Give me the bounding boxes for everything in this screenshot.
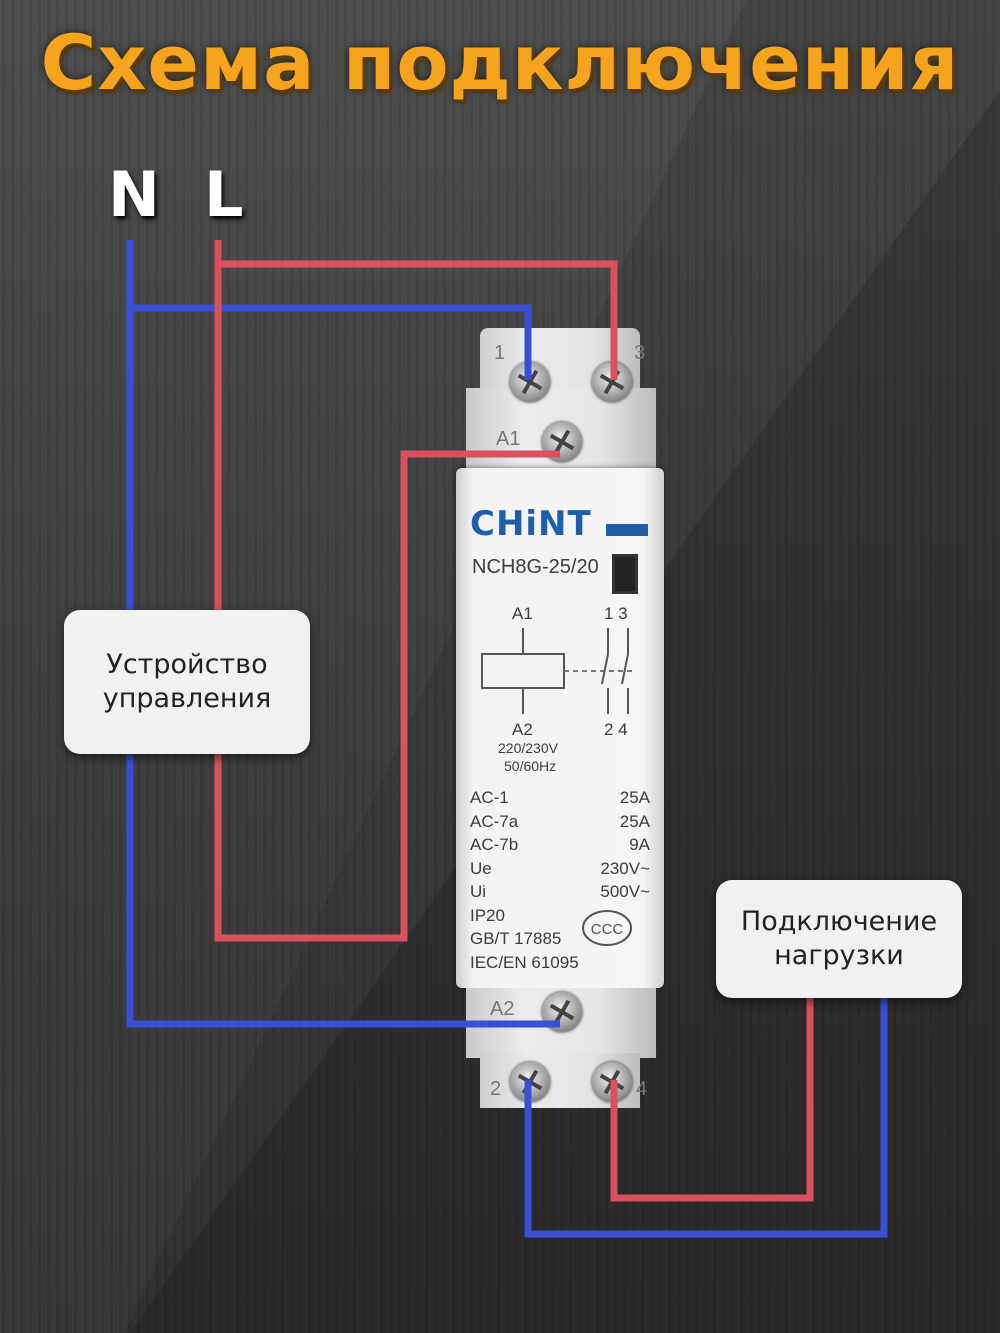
spec-key: AC-7b (470, 835, 519, 854)
terminal-a2-label: A2 (490, 998, 515, 1020)
spec-value: 500V~ (600, 882, 650, 901)
coil-voltage: 220/230V (498, 740, 558, 756)
terminal-4-label: 4 (636, 1078, 648, 1100)
spec-row: GB/T 17885 (470, 929, 650, 953)
terminal-3-label: 3 (634, 342, 646, 364)
spec-row: AC-1 25A (470, 788, 650, 812)
spec-value: 230V~ (600, 858, 650, 878)
brand-logo: CHiNT (470, 504, 592, 544)
neutral-wire-to-a2 (126, 754, 560, 1028)
line-label: L (204, 158, 244, 231)
spec-value: 25A (619, 811, 650, 831)
spec-key: IEC/EN 61095 (470, 952, 579, 972)
spec-row: Ui 500V~ (470, 882, 650, 906)
spec-table: AC-1 25A AC-7a 25A AC-7b 9A Ue 230V~ Ui 500V~… (470, 788, 650, 976)
spec-key: AC-7a (470, 811, 519, 831)
spec-row: IEC/EN 61095 (470, 953, 650, 977)
terminal-2-label: 2 (490, 1078, 502, 1100)
spec-key: IP20 (470, 905, 505, 925)
spec-key: Ui (470, 882, 487, 901)
line-wire-to-terminal-3 (214, 240, 618, 380)
terminal-1-label: 1 (494, 342, 506, 364)
spec-value: 9A (629, 835, 650, 854)
schematic-contacts-top: 1 3 (604, 604, 628, 623)
callout-line: Устройство (106, 649, 268, 680)
output-wire-terminal-2-to-load (524, 998, 888, 1238)
ccc-mark-text: CCC (591, 921, 624, 938)
spec-row: IP20 (470, 906, 650, 930)
model-number: NCH8G-25/20 (472, 556, 599, 578)
spec-row: AC-7b 9A (470, 835, 650, 859)
schematic-a2-label: A2 (512, 720, 533, 739)
neutral-label: N (108, 158, 160, 231)
brand-logo-bar (606, 524, 648, 536)
ccc-certification-mark: CCC (582, 910, 632, 946)
schematic-contacts-bottom: 2 4 (604, 720, 628, 739)
callout-line: Подключение (740, 906, 938, 937)
spec-value: 25A (619, 788, 650, 807)
schematic-a1-label: A1 (512, 604, 533, 623)
callout-line: управления (102, 683, 272, 714)
coil-frequency: 50/60Hz (504, 758, 557, 774)
load-connection-callout: Подключение нагрузки (716, 880, 962, 998)
spec-key: AC-1 (470, 788, 509, 807)
spec-key: GB/T 17885 (470, 929, 562, 948)
diagram-title: Схема подключения (40, 18, 960, 107)
spec-row: AC-7a 25A (470, 812, 650, 836)
output-wire-terminal-4-to-load (610, 998, 814, 1202)
spec-row: Ue 230V~ (470, 859, 650, 883)
callout-line: нагрузки (774, 940, 904, 971)
status-window (612, 554, 638, 594)
neutral-wire-to-terminal-1 (126, 240, 532, 380)
control-device-callout: Устройство управления (64, 610, 310, 754)
coil-contact-symbol (481, 628, 636, 714)
control-wire-to-a1 (214, 450, 560, 942)
spec-key: Ue (470, 858, 492, 878)
terminal-a1-label: A1 (496, 428, 521, 450)
